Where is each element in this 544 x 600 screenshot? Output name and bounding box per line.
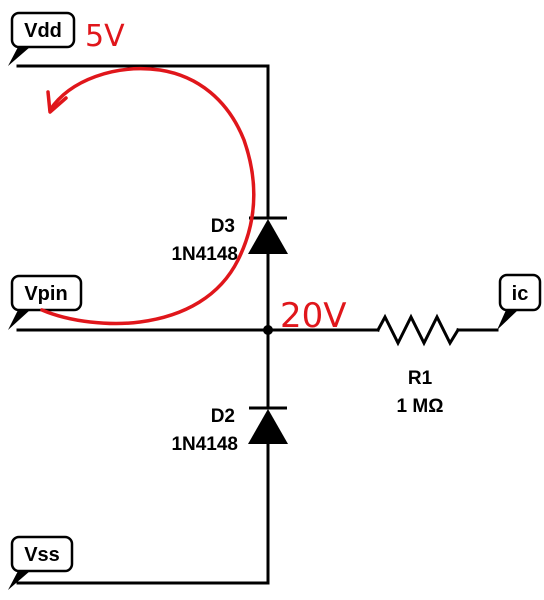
vdd-label-text: Vdd	[24, 20, 62, 42]
d3-ref: D3	[211, 216, 235, 237]
vss-net-label: Vss	[8, 535, 74, 590]
vdd-net-label: Vdd	[8, 11, 76, 66]
vpin-label-text: Vpin	[24, 283, 67, 305]
d2-ref: D2	[211, 406, 235, 427]
r1-resistor	[375, 313, 461, 347]
arrowhead-icon	[46, 90, 68, 114]
current-path-arrow	[40, 67, 256, 326]
ic-label-text: ic	[512, 283, 529, 305]
ic-net-label: ic	[497, 273, 542, 330]
vss-wire	[16, 442, 270, 585]
d3-part: 1N4148	[171, 244, 238, 265]
vpin-net-label: Vpin	[8, 274, 83, 330]
supply-voltage-annotation: 5V	[85, 19, 125, 54]
junction-dot	[263, 325, 273, 335]
vss-label-text: Vss	[24, 544, 60, 566]
d3-diode	[248, 216, 288, 254]
d2-diode	[248, 406, 288, 444]
r1-value: 1 MΩ	[397, 396, 444, 417]
d2-part: 1N4148	[171, 434, 238, 455]
vdd-wire	[16, 64, 270, 220]
r1-ref: R1	[408, 368, 433, 389]
node-voltage-annotation: 20V	[280, 296, 347, 336]
